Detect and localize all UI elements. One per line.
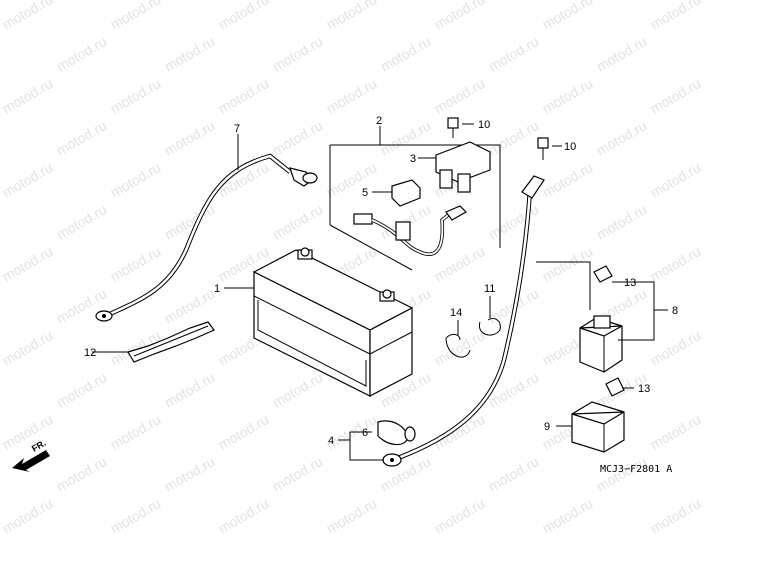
watermark-text: motod.ru <box>162 117 218 158</box>
watermark-text: motod.ru <box>594 117 650 158</box>
watermark-text: motod.ru <box>162 453 218 494</box>
watermark-text: motod.ru <box>432 411 488 452</box>
watermark-text: motod.ru <box>432 0 488 33</box>
battery-band <box>127 321 215 363</box>
callout-labels: 1 2 3 4 5 6 7 8 9 10 10 11 12 13 13 14 <box>84 115 678 447</box>
watermark-text: motod.ru <box>0 75 55 116</box>
watermark-text: motod.ru <box>270 369 326 410</box>
watermark-text: motod.ru <box>324 159 380 200</box>
watermark-text: motod.ru <box>648 159 704 200</box>
negative-cable <box>377 175 545 467</box>
watermark-text: motod.ru <box>324 0 380 33</box>
watermark-text: motod.ru <box>648 327 704 368</box>
diagram-code: MCJ3−F2801 A <box>600 464 672 475</box>
watermark-text: motod.ru <box>54 33 110 74</box>
clamp-11 <box>478 317 501 336</box>
bolt-10-right <box>537 137 549 160</box>
callout-8: 8 <box>672 305 678 317</box>
callout-5: 5 <box>362 187 368 199</box>
watermark-text: motod.ru <box>216 0 272 33</box>
starter-relay <box>536 261 623 373</box>
fuse-box <box>571 401 625 453</box>
watermark-text: motod.ru <box>108 75 164 116</box>
callout-14: 14 <box>450 307 462 319</box>
callout-1: 1 <box>214 283 220 295</box>
callout-10-right: 10 <box>564 141 576 153</box>
watermark-text: motod.ru <box>324 75 380 116</box>
watermark-text: motod.ru <box>0 0 55 33</box>
watermark-text: motod.ru <box>108 495 164 536</box>
watermark-text: motod.ru <box>540 75 596 116</box>
starter-relay-assembly <box>329 141 501 271</box>
watermark-text: motod.ru <box>486 369 542 410</box>
watermark-text: motod.ru <box>162 285 218 326</box>
watermark-text: motod.ru <box>108 411 164 452</box>
positive-cable <box>95 153 318 322</box>
callout-7: 7 <box>234 123 240 135</box>
watermark-text: motod.ru <box>648 411 704 452</box>
watermark-text: motod.ru <box>0 327 55 368</box>
callout-12: 12 <box>84 347 96 359</box>
watermark-text: motod.ru <box>594 201 650 242</box>
watermark-text: motod.ru <box>162 369 218 410</box>
watermark-text: motod.ru <box>270 453 326 494</box>
watermark-text: motod.ru <box>486 453 542 494</box>
watermark-text: motod.ru <box>108 159 164 200</box>
watermark-text: motod.ru <box>486 201 542 242</box>
watermark-text: motod.ru <box>540 495 596 536</box>
watermark-text: motod.ru <box>648 495 704 536</box>
watermark-text: motod.ru <box>108 0 164 33</box>
leader-lines <box>92 123 668 461</box>
watermark-text: motod.ru <box>378 33 434 74</box>
watermark-text: motod.ru <box>270 117 326 158</box>
watermark-text: motod.ru <box>0 495 55 536</box>
watermark-text: motod.ru <box>270 33 326 74</box>
callout-2: 2 <box>376 115 382 127</box>
callout-6: 6 <box>362 427 368 439</box>
watermark-text: motod.ru <box>486 33 542 74</box>
watermark-text: motod.ru <box>270 201 326 242</box>
watermark-text: motod.ru <box>54 117 110 158</box>
watermark-text: motod.ru <box>162 33 218 74</box>
clamp-14 <box>445 333 471 358</box>
watermark-text: motod.ru <box>432 75 488 116</box>
watermark-text: motod.ru <box>54 201 110 242</box>
watermark-text: motod.ru <box>378 117 434 158</box>
watermark-text: motod.ru <box>108 243 164 284</box>
watermark-text: motod.ru <box>594 33 650 74</box>
callout-13-bottom: 13 <box>638 383 650 395</box>
callout-9: 9 <box>544 421 550 433</box>
watermark-text: motod.ru <box>324 495 380 536</box>
callout-3: 3 <box>410 153 416 165</box>
watermark-text: motod.ru <box>432 327 488 368</box>
watermark-text: motod.ru <box>0 243 55 284</box>
bolt-10-top <box>447 117 459 138</box>
fuse-13-top <box>593 265 613 283</box>
watermark-text: motod.ru <box>648 75 704 116</box>
callout-13-top: 13 <box>624 277 636 289</box>
watermark-text: motod.ru <box>486 117 542 158</box>
battery <box>252 247 414 397</box>
fuse-13-bottom <box>605 377 625 397</box>
callout-11: 11 <box>484 283 495 295</box>
watermark-text: motod.ru <box>648 0 704 33</box>
watermark-text: motod.ru <box>54 369 110 410</box>
watermark-text: motod.ru <box>216 495 272 536</box>
watermark-text: motod.ru <box>216 411 272 452</box>
watermark-text: motod.ru <box>432 495 488 536</box>
watermark-text: motod.ru <box>54 453 110 494</box>
callout-4: 4 <box>328 435 334 447</box>
watermark-text: motod.ru <box>216 75 272 116</box>
watermark-text: motod.ru <box>540 159 596 200</box>
callout-10-top: 10 <box>478 119 490 131</box>
watermark-text: motod.ru <box>540 243 596 284</box>
watermark-text: motod.ru <box>648 243 704 284</box>
watermark-text: motod.ru <box>540 0 596 33</box>
watermark-text: motod.ru <box>0 159 55 200</box>
